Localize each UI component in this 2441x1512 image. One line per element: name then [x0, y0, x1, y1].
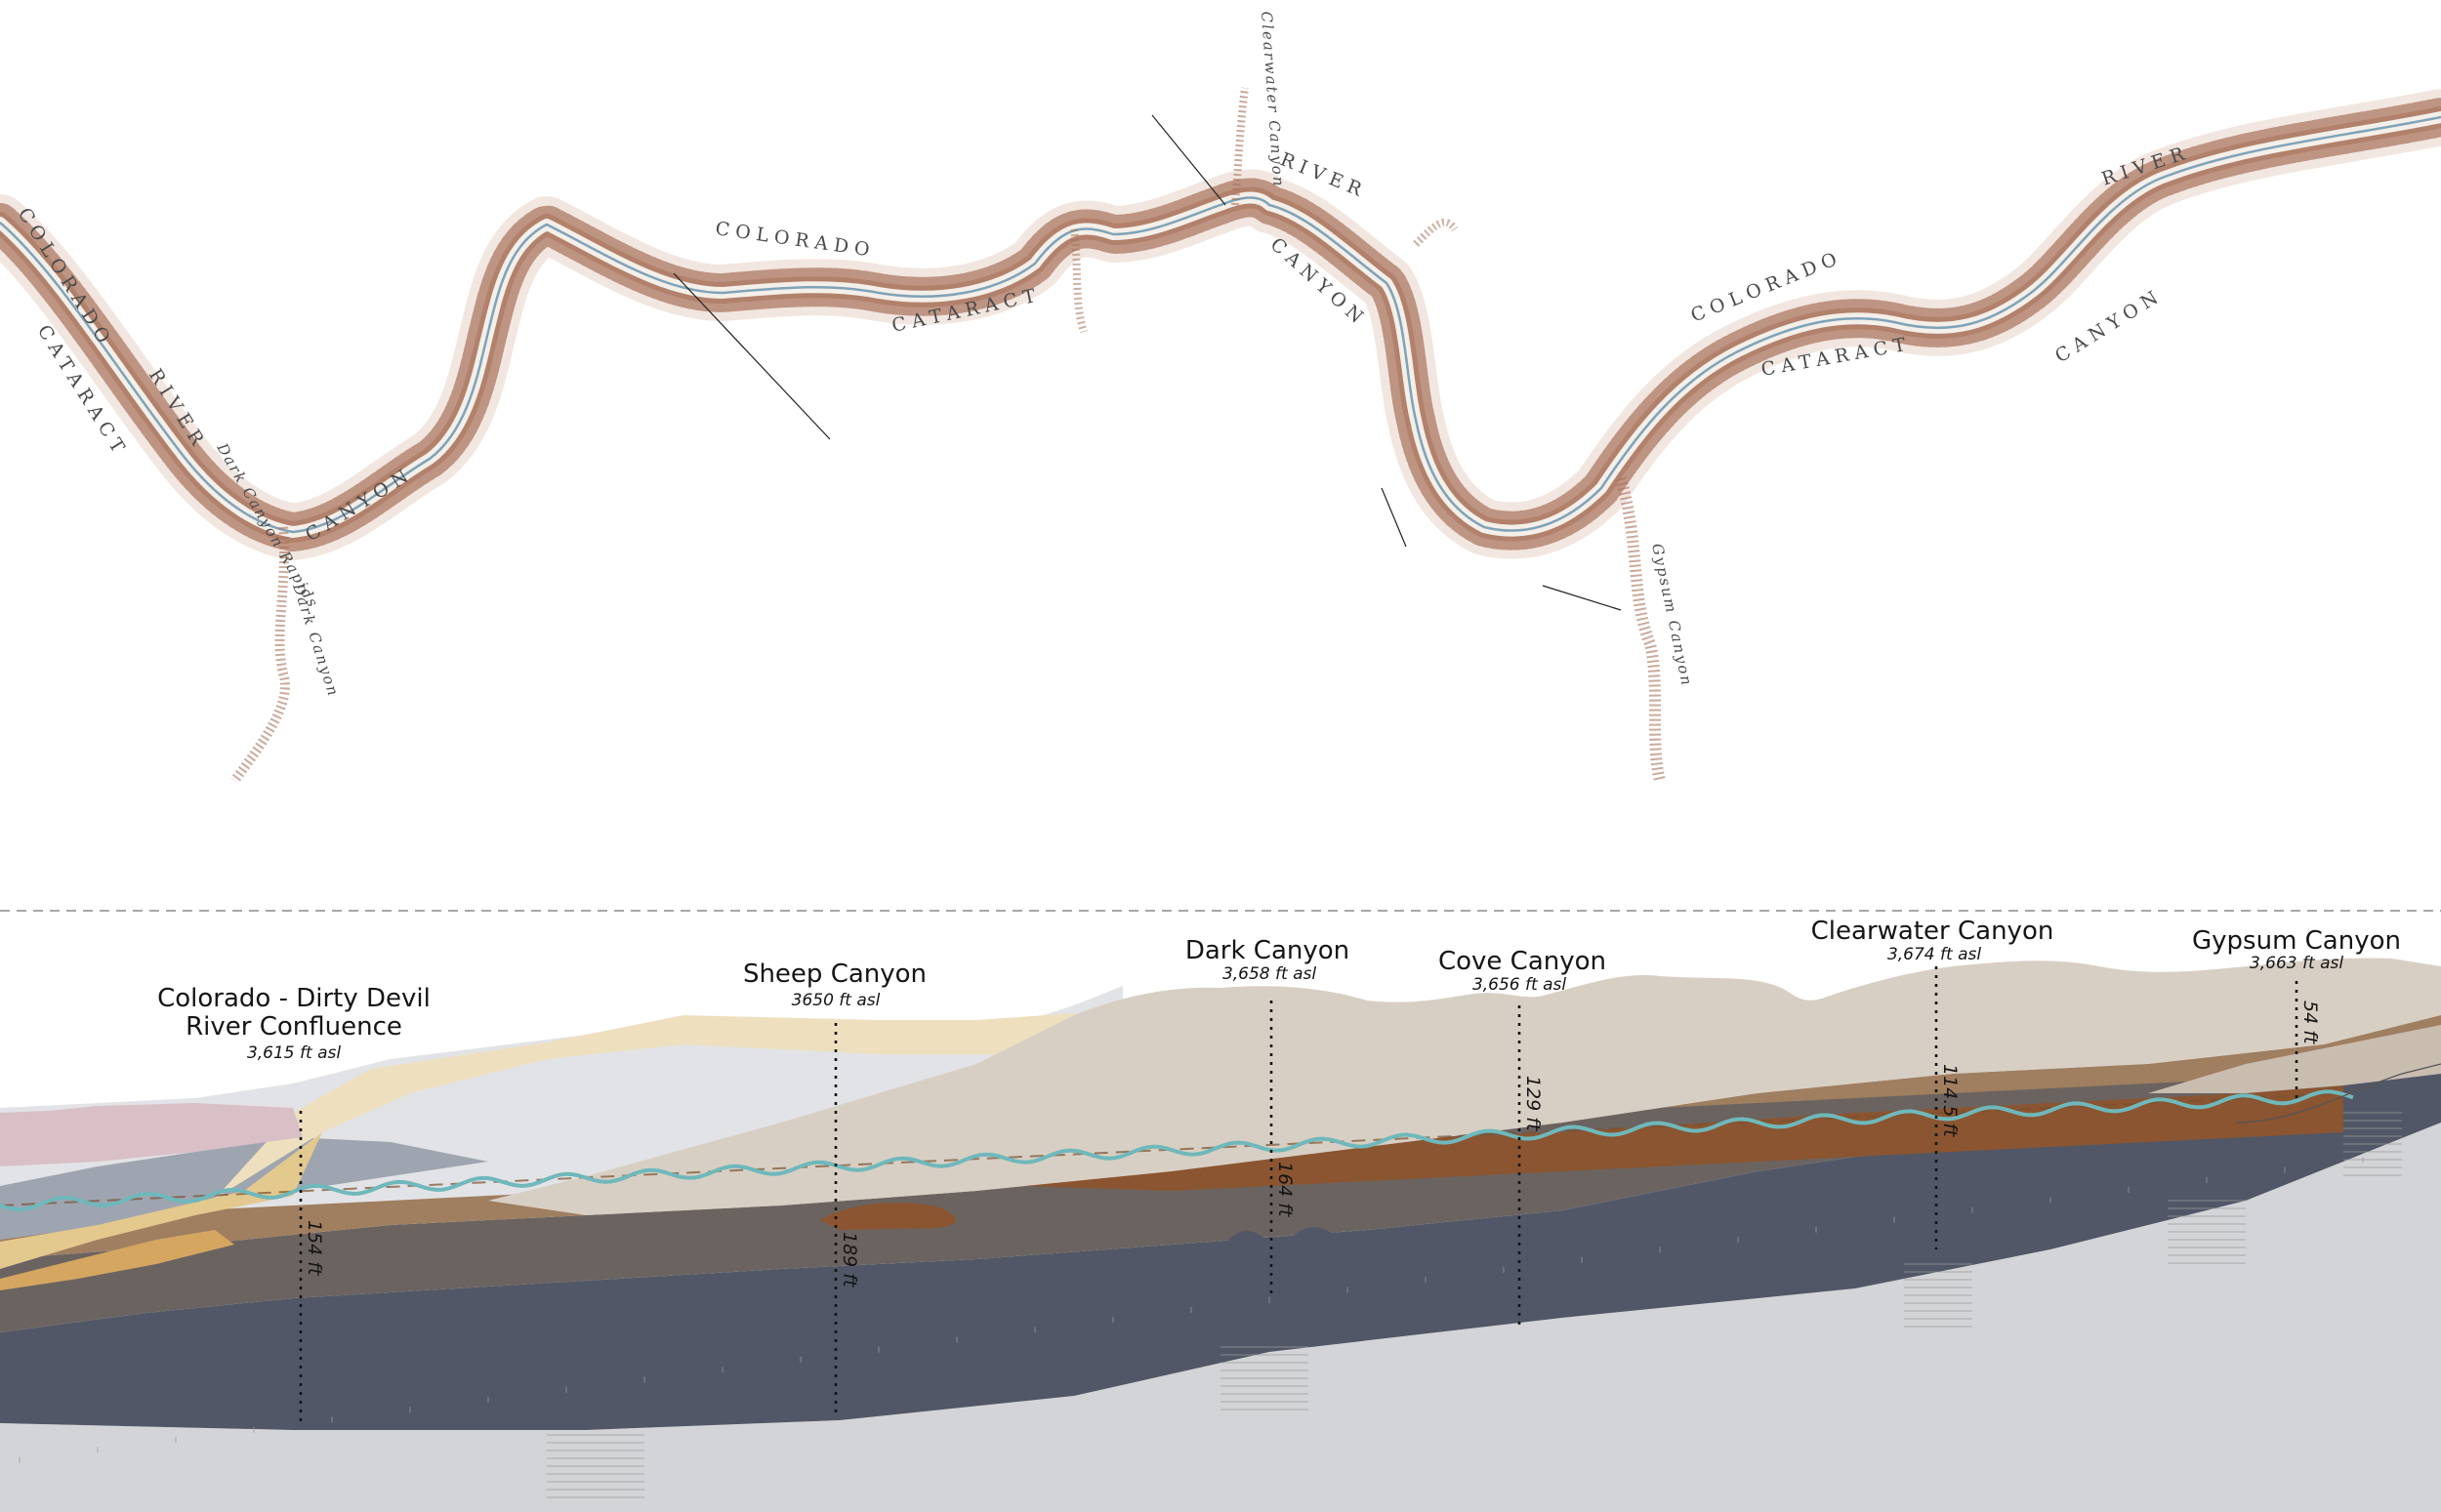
site-elevation-0: 3,615 ft asl — [247, 1043, 341, 1063]
site-elevation-4: 3,674 ft asl — [1887, 945, 1981, 964]
lake-surface-line — [0, 1092, 2354, 1206]
layer-slate-hills — [1191, 1227, 1465, 1279]
river-channel — [0, 115, 2441, 534]
side-canyon-dark — [229, 526, 290, 784]
site-elevation-2: 3,658 ft asl — [1222, 964, 1316, 984]
layer-tan-wedge — [0, 1132, 322, 1269]
layer-top-shale-dip — [2148, 1025, 2441, 1093]
layer-rust-lens — [820, 1203, 956, 1230]
site-markers: Colorado - Dirty Devil River Confluence … — [157, 917, 2401, 1425]
layer-top-shale — [488, 958, 2441, 1215]
site-name-4: Clearwater Canyon — [1811, 917, 2054, 946]
bedrock-edge-right — [2235, 1063, 2441, 1124]
side-canyon-minor-1 — [1070, 228, 1088, 334]
side-canyon-clearwater — [1231, 87, 1249, 206]
site-depth-3: 129 ft — [1522, 1076, 1544, 1132]
layer-slate — [0, 1054, 2441, 1430]
annotation-line-1 — [673, 272, 831, 440]
river-wave-line — [0, 1089, 2354, 1212]
annotation-line-2 — [1151, 114, 1226, 206]
side-canyon-minor-2 — [1413, 218, 1459, 247]
cross-section-profile: Colorado - Dirty Devil River Confluence … — [0, 917, 2441, 1512]
site-name-0-line-1: Colorado - Dirty Devil — [157, 984, 431, 1013]
depth-scale-ticks — [19, 1112, 2402, 1498]
canyon-rim-contours — [0, 89, 2441, 560]
site-name-1: Sheep Canyon — [743, 960, 927, 989]
site-name-0-line-2: River Confluence — [186, 1012, 402, 1042]
layer-basement — [0, 1123, 2441, 1512]
site-elevation-1: 3650 ft asl — [792, 991, 881, 1010]
plan-view-map: COLORADO RIVER CATARACT CANYON Dark Cany… — [0, 11, 2441, 784]
annotation-line-4 — [1542, 585, 1622, 611]
map-label-colorado-2: COLORADO — [714, 218, 877, 262]
site-elevation-5: 3,663 ft asl — [2250, 954, 2343, 973]
site-depth-1: 189 ft — [839, 1232, 860, 1288]
layer-pink — [0, 1103, 303, 1166]
annotation-line-3 — [1381, 487, 1407, 548]
site-name-3: Cove Canyon — [1438, 947, 1606, 976]
layer-orange-strip — [0, 1230, 234, 1290]
site-depth-5: 54 ft — [2299, 1001, 2321, 1045]
site-depth-4: 114.5 ft — [1939, 1064, 1961, 1138]
side-canyon-gypsum — [1615, 476, 1666, 783]
site-elevation-3: 3,656 ft asl — [1472, 975, 1566, 995]
site-depth-0: 154 ft — [304, 1220, 325, 1277]
layer-blue-grey — [0, 1137, 488, 1240]
layer-tan-sand — [215, 1013, 1123, 1199]
site-depth-2: 164 ft — [1274, 1162, 1296, 1218]
site-name-5: Gypsum Canyon — [2192, 926, 2401, 956]
site-name-2: Dark Canyon — [1185, 936, 1349, 965]
map-annotations — [673, 114, 1622, 611]
